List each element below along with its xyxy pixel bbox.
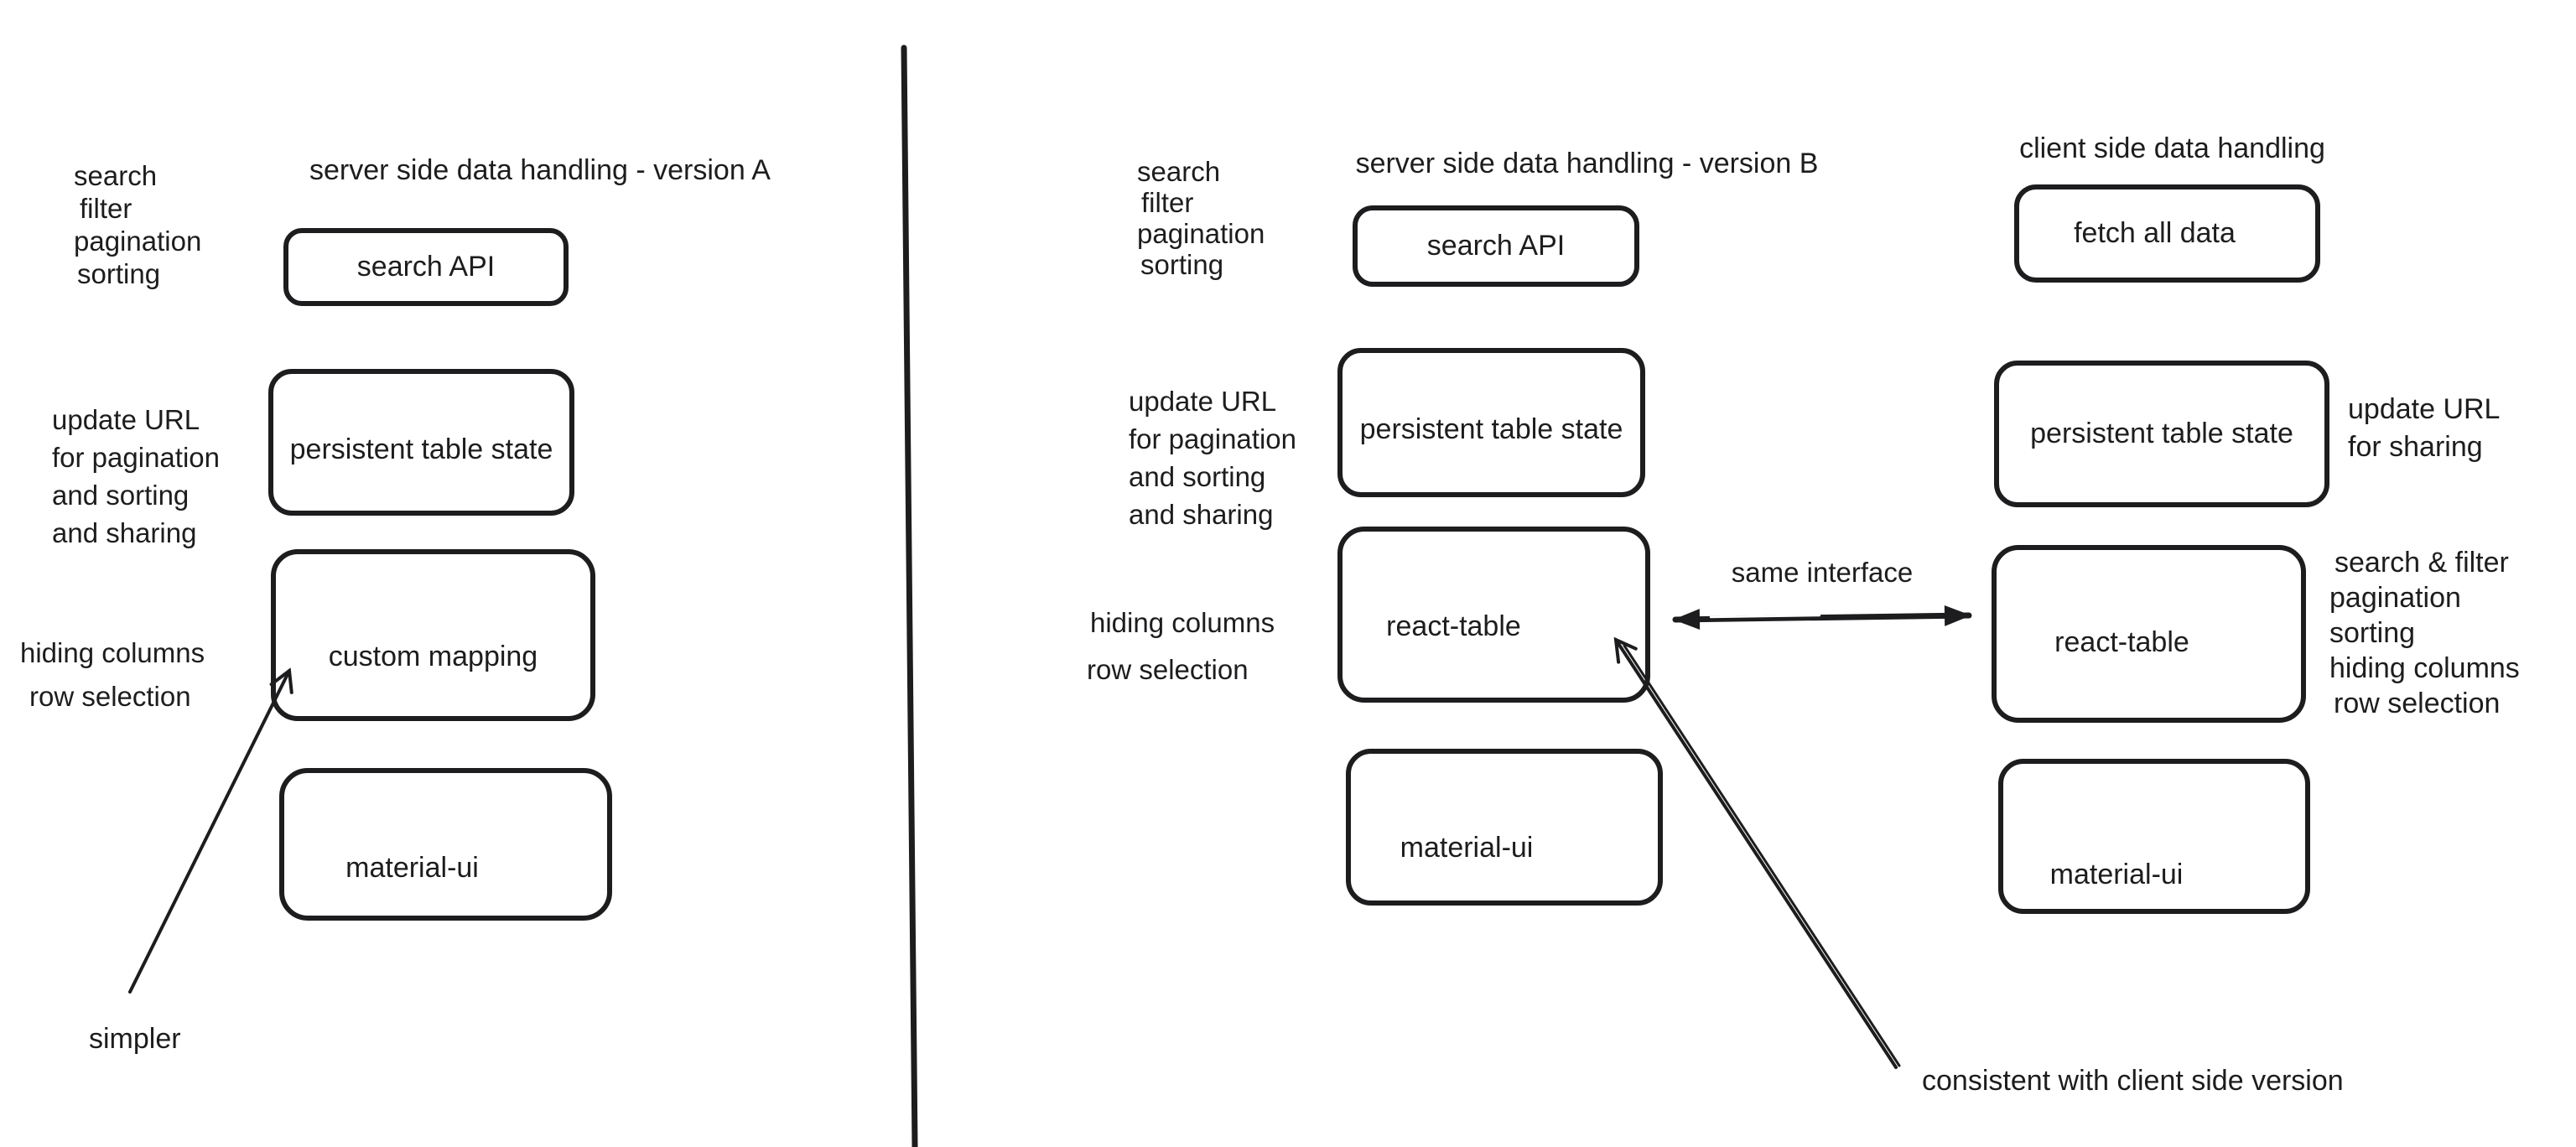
label-line: search (1137, 156, 1221, 187)
consistent-note: consistent with client side version (1922, 1065, 2344, 1097)
label-line: pagination (1137, 218, 1265, 249)
label-line: for sharing (2348, 431, 2483, 463)
consistent-arrow-second-stroke (1623, 644, 1901, 1067)
update-url-label-client: update URL for sharing (2348, 391, 2500, 466)
same-interface-label: same interface (1731, 557, 1914, 588)
label-line: pagination (2329, 582, 2461, 614)
label-line: sorting (2329, 617, 2416, 649)
box-label: persistent table state (289, 433, 553, 465)
title-version-b: server side data handling - version B (1355, 148, 1819, 179)
title-client-side: client side data handling (2019, 132, 2325, 164)
box-material-ui-client: material-ui (1998, 759, 2310, 914)
box-label: search API (1426, 230, 1566, 262)
box-persistent-table-state-b: persistent table state (1337, 348, 1645, 497)
box-label: custom mapping (328, 641, 538, 672)
box-fetch-all-data: fetch all data (2014, 184, 2320, 283)
features-label-a: search filter pagination sorting (74, 159, 201, 290)
label-line: and sharing (52, 517, 197, 548)
same-interface-arrow (1672, 605, 1972, 631)
simpler-arrow (128, 667, 293, 994)
box-react-table-b: react-table (1337, 527, 1650, 703)
row-selection-label-a: row selection (29, 681, 191, 712)
label-line: and sorting (52, 480, 190, 511)
box-custom-mapping: custom mapping (271, 549, 595, 721)
box-react-table-client: react-table (1992, 545, 2306, 723)
update-url-label-a: update URL for pagination and sorting an… (52, 401, 220, 552)
label-line: sorting (1140, 249, 1224, 280)
label-line: and sharing (1129, 499, 1274, 530)
title-version-a: server side data handling - version A (309, 154, 771, 186)
box-label: react-table (1386, 610, 1521, 642)
features-label-client: search & filter pagination sorting hidin… (2329, 545, 2520, 721)
box-material-ui-b: material-ui (1346, 749, 1663, 906)
box-persistent-table-state-a: persistent table state (268, 369, 574, 516)
label-line: update URL (52, 404, 200, 435)
box-label: persistent table state (1359, 413, 1623, 445)
label-line: hiding columns (2329, 652, 2520, 684)
box-search-api-b: search API (1353, 205, 1639, 287)
box-label: material-ui (1400, 832, 1534, 864)
label-line: sorting (77, 258, 161, 289)
same-interface-arrow-gap (1709, 614, 1821, 619)
hiding-columns-label-b: hiding columns (1090, 607, 1275, 638)
box-label: persistent table state (2030, 418, 2293, 449)
simpler-note: simpler (89, 1023, 181, 1055)
label-line: search (74, 160, 158, 191)
label-line: for pagination (52, 442, 220, 473)
row-selection-label-b: row selection (1087, 654, 1249, 685)
update-url-label-b: update URL for pagination and sorting an… (1129, 382, 1296, 533)
label-line: filter (80, 193, 132, 224)
label-line: and sorting (1129, 461, 1266, 492)
label-line: search & filter (2334, 547, 2509, 579)
box-label: react-table (2054, 625, 2189, 658)
label-line: pagination (74, 226, 202, 257)
box-label: material-ui (345, 851, 479, 884)
features-label-b: search filter pagination sorting (1137, 156, 1265, 280)
label-line: for pagination (1129, 423, 1296, 454)
label-line: update URL (2348, 393, 2501, 425)
box-label: search API (356, 251, 496, 283)
box-search-api-a: search API (283, 228, 569, 306)
box-persistent-table-state-client: persistent table state (1994, 361, 2329, 507)
label-line: row selection (2334, 688, 2501, 719)
label-line: filter (1141, 187, 1194, 218)
hiding-columns-label-a: hiding columns (20, 637, 205, 668)
label-line: update URL (1129, 386, 1277, 417)
box-label: material-ui (2049, 859, 2184, 890)
box-material-ui-a: material-ui (279, 768, 612, 921)
box-label: fetch all data (2074, 217, 2236, 249)
panel-divider-line (901, 44, 918, 1147)
